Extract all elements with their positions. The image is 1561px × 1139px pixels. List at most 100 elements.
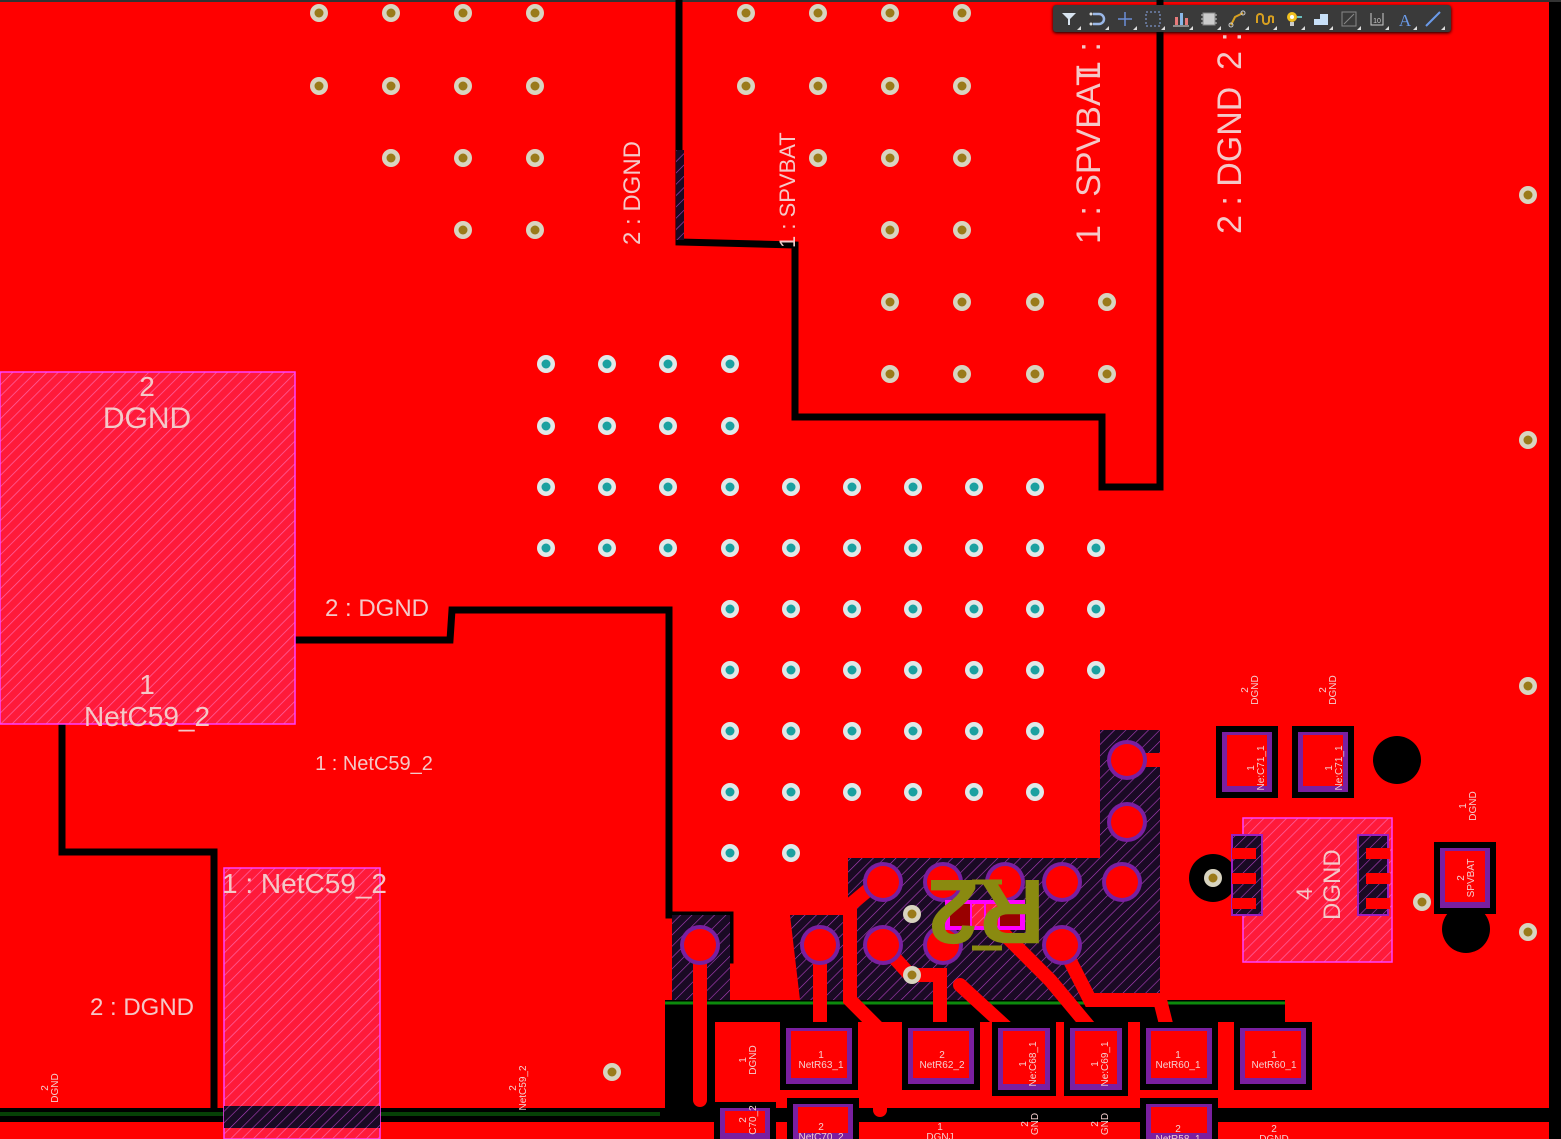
via[interactable]	[537, 539, 555, 557]
via[interactable]	[526, 77, 544, 95]
through-hole-pad[interactable]	[923, 862, 963, 902]
via[interactable]	[1098, 365, 1116, 383]
via[interactable]	[953, 77, 971, 95]
via[interactable]	[1413, 893, 1431, 911]
via[interactable]	[1026, 539, 1044, 557]
via[interactable]	[965, 661, 983, 679]
through-hole-pad[interactable]	[1107, 802, 1147, 842]
via[interactable]	[603, 1063, 621, 1081]
via[interactable]	[721, 478, 739, 496]
via[interactable]	[1087, 539, 1105, 557]
smd-pad[interactable]	[787, 1098, 859, 1139]
line-tool-button[interactable]	[1421, 8, 1445, 30]
through-hole-pad[interactable]	[985, 862, 1025, 902]
via[interactable]	[721, 783, 739, 801]
via[interactable]	[843, 722, 861, 740]
r2-component[interactable]	[945, 879, 1025, 951]
via[interactable]	[782, 661, 800, 679]
smd-pad[interactable]	[1140, 1098, 1218, 1139]
via[interactable]	[310, 77, 328, 95]
interactive-snap-tool-button[interactable]	[1085, 8, 1109, 30]
via[interactable]	[1087, 600, 1105, 618]
smd-pad[interactable]	[1140, 1022, 1218, 1090]
smd-pad[interactable]	[992, 1022, 1056, 1096]
via[interactable]	[454, 221, 472, 239]
via[interactable]	[953, 4, 971, 22]
through-hole-pad[interactable]	[863, 925, 903, 965]
via[interactable]	[904, 539, 922, 557]
via[interactable]	[904, 478, 922, 496]
via[interactable]	[782, 844, 800, 862]
through-hole-pad[interactable]	[863, 862, 903, 902]
via[interactable]	[537, 417, 555, 435]
align-tool-button[interactable]	[1169, 8, 1193, 30]
via[interactable]	[382, 77, 400, 95]
place-via-tool-button[interactable]	[1281, 8, 1305, 30]
via[interactable]	[659, 478, 677, 496]
pad-dgnd-large[interactable]	[0, 371, 296, 725]
through-hole-pad[interactable]	[1107, 740, 1147, 780]
via[interactable]	[454, 149, 472, 167]
via[interactable]	[903, 905, 921, 923]
via[interactable]	[659, 355, 677, 373]
via[interactable]	[1026, 783, 1044, 801]
via[interactable]	[1026, 478, 1044, 496]
through-hole-pad[interactable]	[1102, 862, 1142, 902]
via[interactable]	[809, 77, 827, 95]
interactive-length-tuning-tool-button[interactable]	[1253, 8, 1277, 30]
via[interactable]	[1519, 677, 1537, 695]
component-tool-button[interactable]	[1197, 8, 1221, 30]
smd-pad[interactable]	[902, 1022, 980, 1090]
via[interactable]	[953, 293, 971, 311]
keepout-tool-button[interactable]	[1337, 8, 1361, 30]
via[interactable]	[382, 4, 400, 22]
via[interactable]	[1098, 293, 1116, 311]
via[interactable]	[809, 4, 827, 22]
via[interactable]	[310, 4, 328, 22]
via[interactable]	[1519, 431, 1537, 449]
smd-pad[interactable]	[1292, 726, 1354, 798]
via[interactable]	[737, 77, 755, 95]
via[interactable]	[904, 783, 922, 801]
via[interactable]	[843, 478, 861, 496]
via[interactable]	[526, 221, 544, 239]
via[interactable]	[721, 355, 739, 373]
via[interactable]	[526, 4, 544, 22]
via[interactable]	[904, 600, 922, 618]
via[interactable]	[782, 539, 800, 557]
via[interactable]	[904, 661, 922, 679]
through-hole-pad[interactable]	[800, 925, 840, 965]
via[interactable]	[1026, 661, 1044, 679]
route-tool-button[interactable]	[1225, 8, 1249, 30]
via[interactable]	[1026, 293, 1044, 311]
add-cross-tool-button[interactable]	[1113, 8, 1137, 30]
through-hole-pad[interactable]	[1042, 862, 1082, 902]
via[interactable]	[1087, 661, 1105, 679]
via[interactable]	[782, 722, 800, 740]
via[interactable]	[881, 221, 899, 239]
via[interactable]	[454, 4, 472, 22]
via[interactable]	[598, 417, 616, 435]
via[interactable]	[965, 722, 983, 740]
via[interactable]	[1026, 600, 1044, 618]
via[interactable]	[721, 417, 739, 435]
via[interactable]	[1204, 869, 1222, 887]
via[interactable]	[809, 149, 827, 167]
via[interactable]	[537, 355, 555, 373]
via[interactable]	[843, 661, 861, 679]
via[interactable]	[454, 77, 472, 95]
via[interactable]	[721, 661, 739, 679]
via[interactable]	[1026, 722, 1044, 740]
via[interactable]	[659, 417, 677, 435]
through-hole-pad[interactable]	[1042, 925, 1082, 965]
via[interactable]	[843, 600, 861, 618]
via[interactable]	[953, 221, 971, 239]
via[interactable]	[382, 149, 400, 167]
via[interactable]	[903, 966, 921, 984]
via[interactable]	[965, 478, 983, 496]
via[interactable]	[526, 149, 544, 167]
via[interactable]	[881, 293, 899, 311]
smd-pad[interactable]	[780, 1022, 858, 1090]
via[interactable]	[881, 365, 899, 383]
